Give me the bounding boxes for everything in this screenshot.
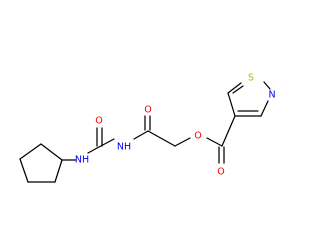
atom-label: NH (75, 155, 89, 166)
bonds (19, 81, 271, 183)
atom-labels: O O O O NH NH N S (75, 73, 276, 178)
atom-label: NH (117, 142, 131, 153)
bond (19, 158, 29, 183)
bond (232, 85, 244, 94)
bond (133, 130, 149, 140)
bond (40, 143, 63, 161)
bond (206, 137, 223, 147)
atom-label: O (144, 105, 151, 116)
atom-label: O (95, 116, 102, 127)
bond (98, 138, 115, 148)
atom-label: O (194, 131, 201, 142)
atom-label: S (248, 73, 254, 84)
bond (174, 137, 191, 147)
bond (19, 143, 42, 160)
atom-label: O (217, 167, 224, 178)
atom-label: N (268, 90, 275, 101)
bond (54, 159, 63, 183)
bond (260, 100, 269, 117)
bond (227, 92, 236, 117)
bond (221, 115, 236, 147)
bond (227, 82, 242, 94)
bond (147, 130, 176, 147)
molecule-diagram: O O O O NH NH N S (19, 73, 276, 183)
bond (263, 81, 271, 90)
bond (87, 146, 100, 154)
molecule-structure: O O O O NH NH N S (19, 73, 276, 183)
